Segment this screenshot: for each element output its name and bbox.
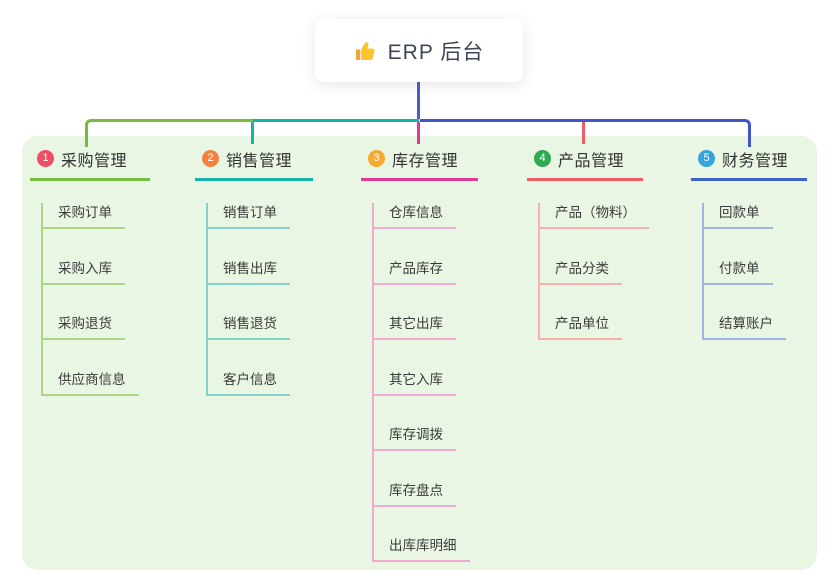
- badge-number-4: 4: [534, 150, 551, 167]
- branch-product: 4 产品管理 产品（物料） 产品分类 产品单位: [527, 146, 649, 340]
- connector-mid-segment: [253, 119, 419, 122]
- connector-purchase-branch: [85, 119, 256, 147]
- branch-children: 销售订单 销售出库 销售退货 客户信息: [206, 203, 313, 396]
- branch-children: 仓库信息 产品库存 其它出库 其它入库 库存调拨 库存盘点 出库库明细: [372, 203, 478, 562]
- badge-number-1: 1: [37, 150, 54, 167]
- child-node[interactable]: 产品库存: [374, 259, 456, 285]
- child-node[interactable]: 产品单位: [540, 314, 622, 340]
- branch-purchase: 1 采购管理 采购订单 采购入库 采购退货 供应商信息: [30, 146, 150, 396]
- child-node[interactable]: 供应商信息: [43, 370, 139, 396]
- branch-sales: 2 销售管理 销售订单 销售出库 销售退货 客户信息: [195, 146, 313, 396]
- child-node[interactable]: 出库库明细: [374, 536, 470, 562]
- branch-title-sales[interactable]: 2 销售管理: [195, 146, 313, 181]
- child-node[interactable]: 产品（物料）: [540, 203, 649, 229]
- branch-label: 产品管理: [558, 152, 625, 170]
- child-node[interactable]: 库存调拨: [374, 425, 456, 451]
- child-node[interactable]: 结算账户: [704, 314, 786, 340]
- connector-product-drop: [582, 122, 585, 144]
- child-node[interactable]: 库存盘点: [374, 481, 456, 507]
- root-node-label: ERP 后台: [387, 40, 485, 64]
- branch-title-purchase[interactable]: 1 采购管理: [30, 146, 150, 181]
- root-node-erp[interactable]: ERP 后台: [315, 19, 523, 82]
- connector-sales-drop: [251, 122, 254, 144]
- child-node[interactable]: 付款单: [704, 259, 773, 285]
- badge-number-3: 3: [368, 150, 385, 167]
- branch-inventory: 3 库存管理 仓库信息 产品库存 其它出库 其它入库 库存调拨 库存盘点 出库库…: [361, 146, 478, 562]
- branch-title-finance[interactable]: 5 财务管理: [691, 146, 807, 181]
- child-node[interactable]: 仓库信息: [374, 203, 456, 229]
- child-node[interactable]: 采购入库: [43, 259, 125, 285]
- child-node[interactable]: 采购退货: [43, 314, 125, 340]
- child-node[interactable]: 产品分类: [540, 259, 622, 285]
- child-node[interactable]: 回款单: [704, 203, 773, 229]
- child-node[interactable]: 销售订单: [208, 203, 290, 229]
- branch-label: 库存管理: [392, 152, 459, 170]
- branch-label: 采购管理: [61, 152, 128, 170]
- badge-number-5: 5: [698, 150, 715, 167]
- branch-title-inventory[interactable]: 3 库存管理: [361, 146, 478, 181]
- child-node[interactable]: 销售退货: [208, 314, 290, 340]
- connector-finance-branch: [420, 119, 751, 147]
- branch-title-product[interactable]: 4 产品管理: [527, 146, 643, 181]
- thumbs-up-icon: [355, 41, 375, 60]
- branch-children: 产品（物料） 产品分类 产品单位: [538, 203, 649, 340]
- connector-root-drop: [417, 82, 420, 119]
- child-node[interactable]: 采购订单: [43, 203, 125, 229]
- child-node[interactable]: 其它出库: [374, 314, 456, 340]
- branch-label: 财务管理: [722, 152, 789, 170]
- branch-finance: 5 财务管理 回款单 付款单 结算账户: [691, 146, 807, 340]
- branch-children: 回款单 付款单 结算账户: [702, 203, 807, 340]
- badge-number-2: 2: [202, 150, 219, 167]
- connector-inventory-drop: [417, 122, 420, 144]
- child-node[interactable]: 其它入库: [374, 370, 456, 396]
- child-node[interactable]: 销售出库: [208, 259, 290, 285]
- child-node[interactable]: 客户信息: [208, 370, 290, 396]
- branch-children: 采购订单 采购入库 采购退货 供应商信息: [41, 203, 150, 396]
- branch-label: 销售管理: [226, 152, 293, 170]
- branches-panel: [22, 136, 817, 570]
